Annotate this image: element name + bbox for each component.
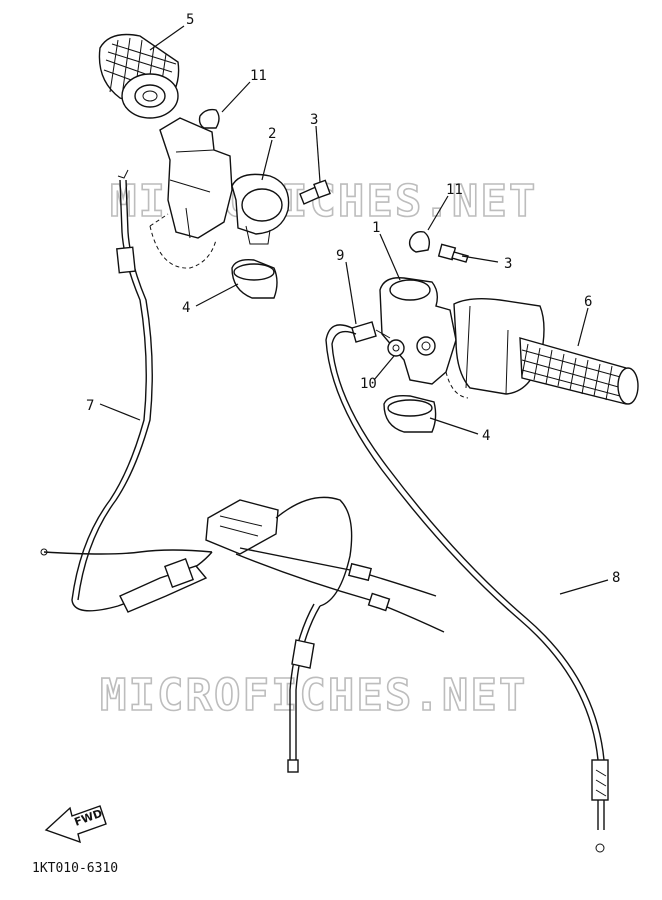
callout-8: 8: [612, 570, 620, 586]
callout-3: 3: [310, 112, 318, 128]
leader-lines: [99, 25, 609, 595]
callout-7: 7: [86, 398, 94, 414]
callout-6: 6: [584, 294, 592, 310]
throttle-housing-part: [149, 117, 290, 269]
screw-part-upper: [299, 179, 331, 205]
diagram-code: 1KT010-6310: [32, 861, 118, 876]
ring-part-upper: [231, 258, 278, 299]
adjuster-screw-part: [351, 321, 391, 343]
callout-4: 4: [182, 300, 190, 316]
watermark-bottom: MICROFICHES.NET: [100, 670, 527, 721]
cap-part-upper: [198, 108, 220, 129]
forward-arrow-icon: FWD: [44, 805, 107, 844]
throttle-grip-part: [98, 33, 180, 119]
screw-part-right: [437, 243, 469, 263]
clutch-cable-part: [325, 324, 609, 853]
switch-housing-part: [379, 277, 545, 399]
ring-part-lower: [383, 394, 437, 433]
cap-part-right: [408, 230, 431, 253]
callout-11: 11: [250, 68, 267, 84]
callout-11-right: 11: [446, 182, 463, 198]
callout-9: 9: [336, 248, 344, 264]
callout-4-lower: 4: [482, 428, 490, 444]
callout-5: 5: [186, 12, 194, 28]
adjuster-nut-part: [387, 339, 405, 357]
callouts: 5 11 2 3 11 1 3 9 4 6 10 4 7 8: [86, 12, 620, 586]
junction-box-part: [40, 496, 445, 773]
callout-3-right: 3: [504, 256, 512, 272]
callout-1: 1: [372, 220, 380, 236]
callout-2: 2: [268, 126, 276, 142]
left-grip-part: [519, 337, 639, 405]
callout-10: 10: [360, 376, 377, 392]
